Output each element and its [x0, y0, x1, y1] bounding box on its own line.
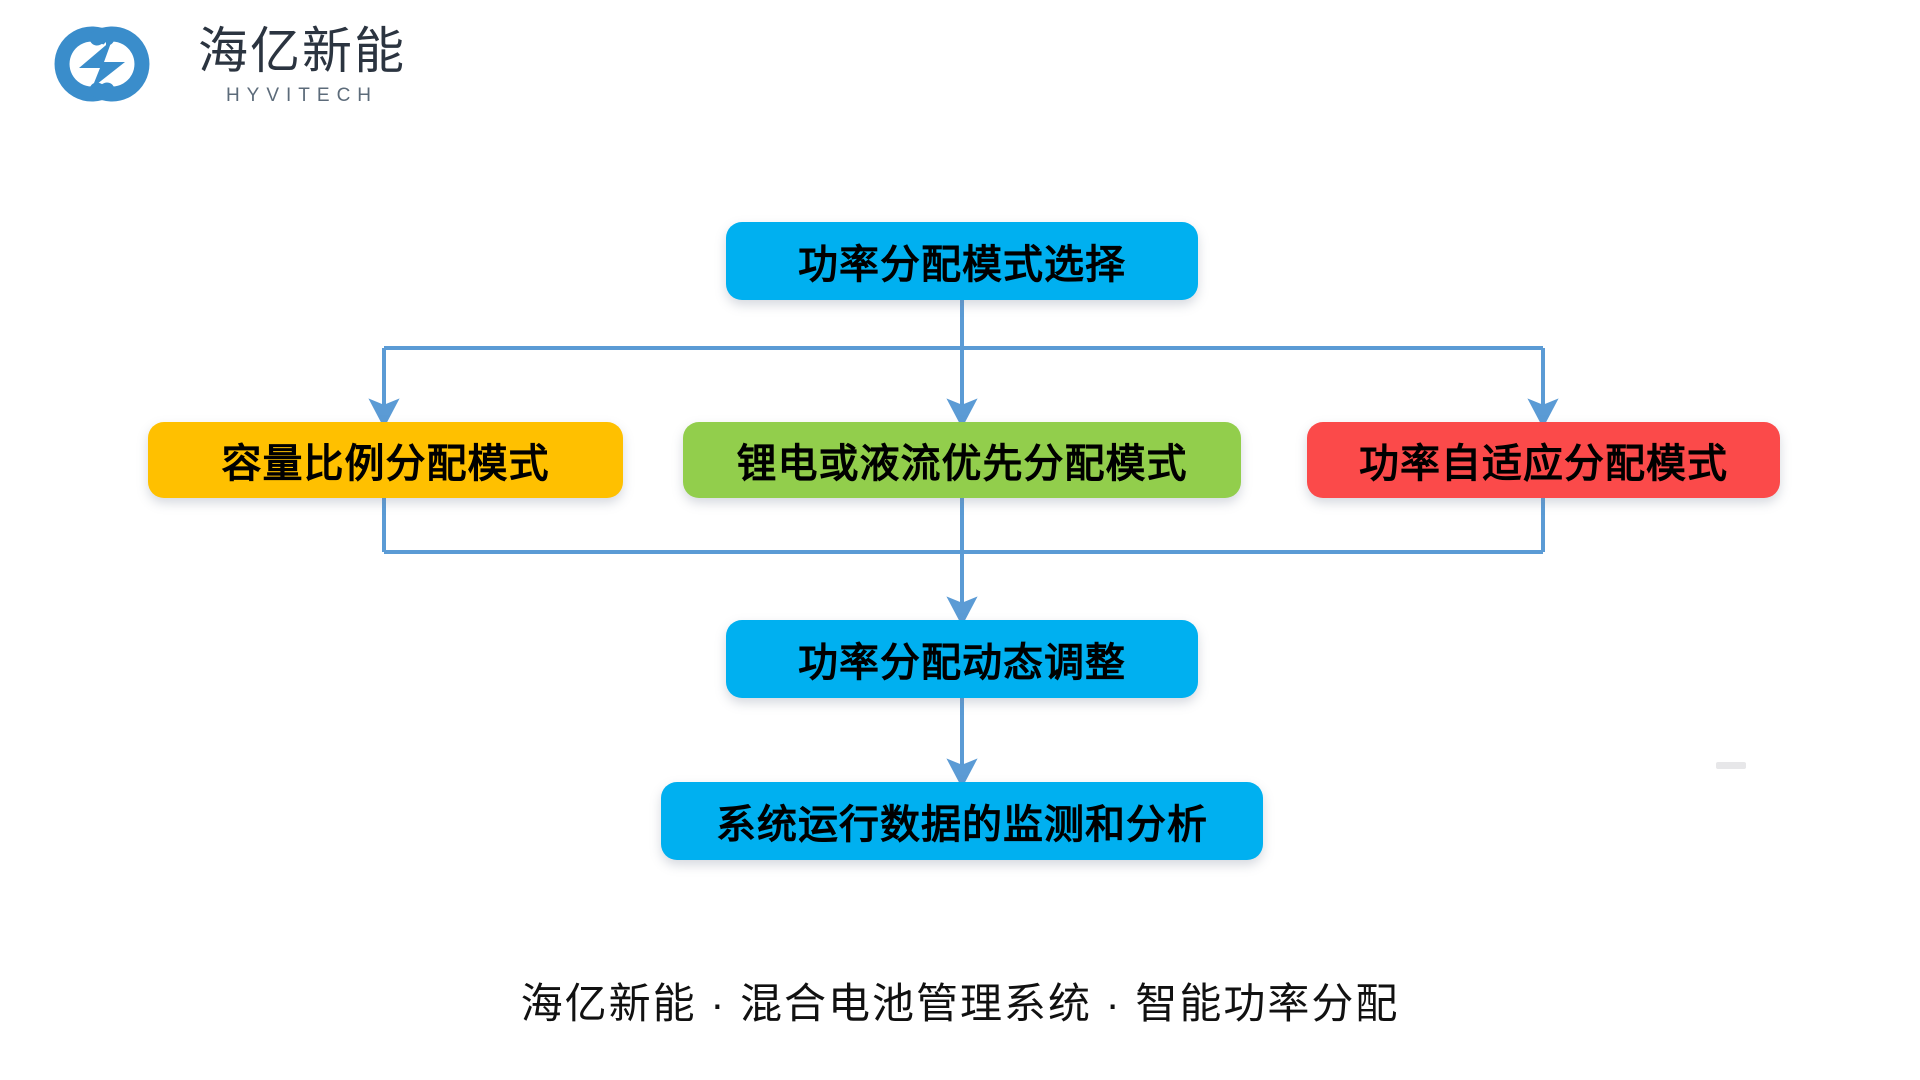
node-power-allocation-mode-selection[interactable]: 功率分配模式选择	[726, 222, 1198, 300]
render-artifact	[1716, 762, 1746, 769]
node-power-allocation-dynamic-adjustment[interactable]: 功率分配动态调整	[726, 620, 1198, 698]
node-lithium-or-flow-priority-allocation-mode[interactable]: 锂电或液流优先分配模式	[683, 422, 1241, 498]
footer-caption: 海亿新能 · 混合电池管理系统 · 智能功率分配	[520, 980, 1400, 1027]
brand-name-cn: 海亿新能	[198, 22, 406, 79]
node-power-adaptive-allocation-mode[interactable]: 功率自适应分配模式	[1307, 422, 1780, 498]
brand-name-en: HYVITECH	[225, 85, 379, 107]
node-system-operation-data-monitoring-analysis[interactable]: 系统运行数据的监测和分析	[661, 782, 1263, 860]
node-capacity-ratio-allocation-mode[interactable]: 容量比例分配模式	[148, 422, 623, 498]
brand-header: 海亿新能 HYVITECH	[22, 12, 406, 116]
brand-text: 海亿新能 HYVITECH	[198, 21, 406, 108]
infinity-link-logo-icon	[54, 26, 150, 102]
